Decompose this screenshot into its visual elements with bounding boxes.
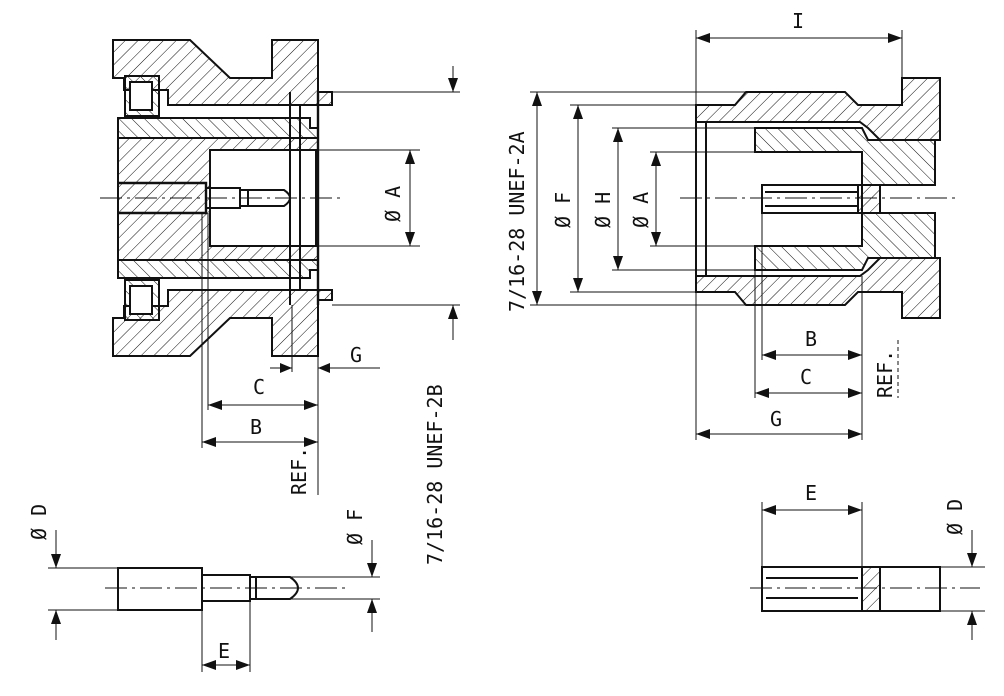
jack-pin-dim-f: Ø F	[343, 509, 367, 545]
plug-dim-g: G	[770, 407, 782, 431]
plug-dim-i: I	[792, 9, 804, 33]
jack-dim-b: B	[250, 415, 262, 439]
jack-pin-dim-e: E	[218, 639, 230, 663]
plug-contact-dim-e: E	[805, 481, 817, 505]
jack-dimensions: Ø A 7/16-28 UNEF-2B G C B REF.	[202, 66, 458, 565]
jack-dim-a: Ø A	[381, 186, 405, 222]
plug-dim-b: B	[805, 327, 817, 351]
plug-dim-h: Ø H	[591, 192, 615, 228]
plug-contact-dim-d: Ø D	[943, 499, 967, 535]
jack-contact-pin: Ø D Ø F E	[27, 504, 380, 672]
plug-ref-label: REF.	[873, 350, 897, 398]
plug-dimensions: I 7/16-28 UNEF-2A Ø F Ø H Ø A B C	[505, 9, 902, 439]
plug-dim-f: Ø F	[551, 192, 575, 228]
plug-dim-a: Ø A	[629, 192, 653, 228]
plug-thread-label: 7/16-28 UNEF-2A	[505, 131, 529, 312]
plug-connector-section	[530, 30, 960, 440]
jack-dim-g: G	[350, 343, 362, 367]
jack-pin-dim-d: Ø D	[27, 504, 51, 540]
jack-ref-label: REF.	[287, 447, 311, 495]
jack-dim-c: C	[253, 375, 265, 399]
jack-connector-section	[100, 39, 460, 495]
jack-thread-label: 7/16-28 UNEF-2B	[423, 384, 447, 565]
plug-socket-contact: E Ø D	[750, 481, 985, 640]
plug-dim-c: C	[800, 365, 812, 389]
